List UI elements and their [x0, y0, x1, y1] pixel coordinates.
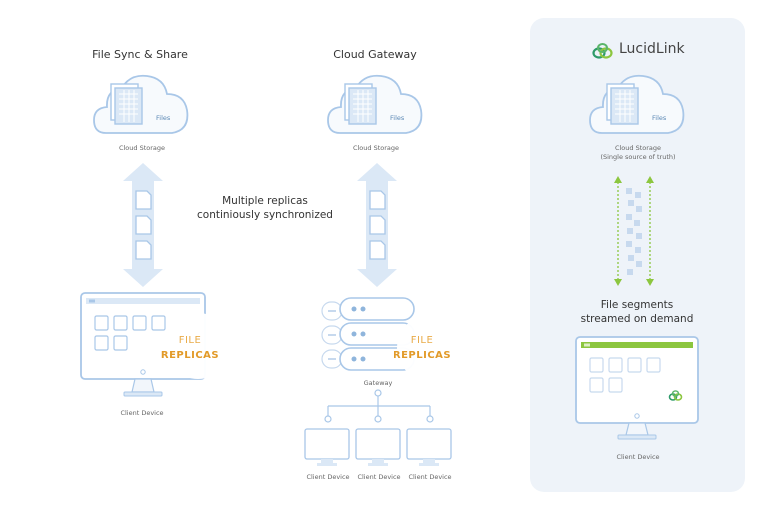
- gateway-network-lines: [324, 389, 434, 423]
- client-device-monitor: [304, 428, 350, 466]
- files-label: Files: [390, 114, 405, 122]
- lucidlink-logo: LucidLink: [592, 40, 712, 62]
- stream-arrows-icon: [614, 176, 654, 286]
- replica-line2: REPLICAS: [394, 350, 451, 361]
- file-replicas-badge: FILE REPLICAS: [394, 315, 463, 381]
- replicas-note-line2: continiously synchronized: [197, 209, 333, 221]
- segments-note-line1: File segments: [600, 299, 674, 311]
- replicas-note-line1: Multiple replicas: [222, 195, 308, 207]
- client-device-caption: Client Device: [306, 473, 350, 481]
- cloud-storage-icon: Files: [589, 74, 685, 134]
- file-icon: [369, 190, 386, 260]
- file-icon: [94, 315, 166, 351]
- cloud-storage-icon: Files: [93, 74, 189, 134]
- client-device-monitor: [355, 428, 401, 466]
- replica-line2: REPLICAS: [161, 350, 219, 361]
- sync-arrow-icon: [357, 163, 397, 287]
- client-device-caption: Client Device: [408, 473, 452, 481]
- cloud-gateway-title: Cloud Gateway: [333, 48, 417, 61]
- cloud-storage-caption: Cloud Storage (Single source of truth): [588, 144, 688, 162]
- cloud-caption-line1: Cloud Storage: [614, 144, 662, 152]
- segments-note-line2: streamed on demand: [580, 313, 694, 325]
- segments-note: File segments streamed on demand: [562, 298, 712, 326]
- replica-line1: FILE: [179, 335, 202, 346]
- files-label: Files: [652, 114, 667, 122]
- client-device-monitor: [575, 336, 699, 440]
- client-device-caption: Client Device: [357, 473, 401, 481]
- file-sync-title: File Sync & Share: [92, 48, 188, 61]
- lucidlink-logo-icon: [668, 390, 683, 401]
- sync-arrow-icon: [123, 163, 163, 287]
- cloud-storage-caption: Cloud Storage: [352, 144, 400, 152]
- cloud-storage-caption: Cloud Storage: [118, 144, 166, 152]
- client-device-monitor: [406, 428, 452, 466]
- client-device-caption: Client Device: [120, 409, 164, 417]
- lucidlink-logo-text: LucidLink: [619, 41, 685, 57]
- file-icon: [589, 357, 661, 393]
- replica-line1: FILE: [411, 335, 434, 346]
- gateway-caption: Gateway: [363, 379, 393, 387]
- files-label: Files: [156, 114, 171, 122]
- client-device-caption: Client Device: [616, 453, 660, 461]
- gateway-server-icon: [321, 297, 415, 371]
- replicas-note: Multiple replicas continiously synchroni…: [185, 194, 345, 222]
- file-icon: [135, 190, 152, 260]
- cloud-storage-icon: Files: [327, 74, 423, 134]
- file-replicas-badge: FILE REPLICAS: [161, 313, 231, 379]
- lucidlink-logo-icon: [592, 43, 613, 59]
- cloud-caption-line2: (Single source of truth): [600, 153, 676, 161]
